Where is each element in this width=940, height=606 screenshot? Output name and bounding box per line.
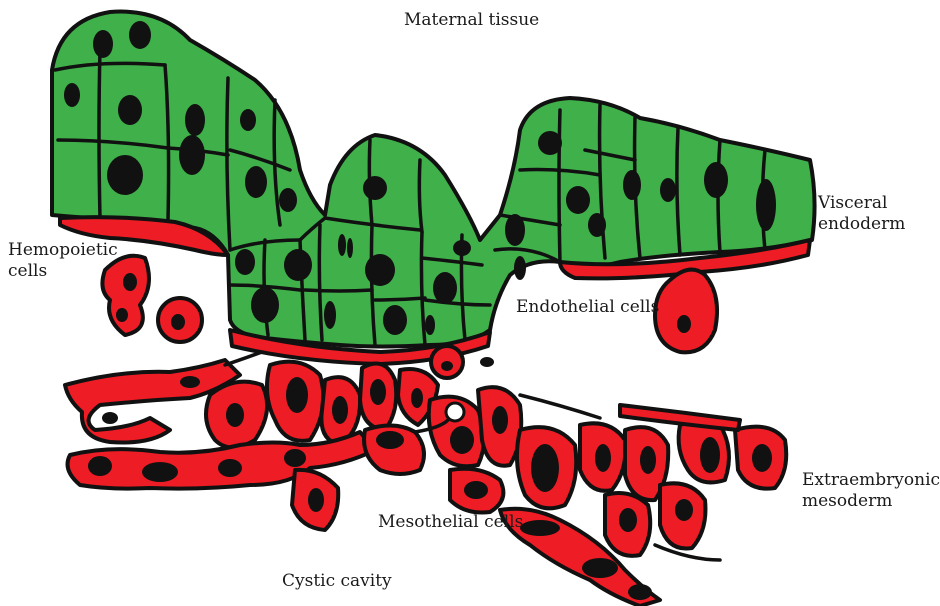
label-endothelial-cells: Endothelial cells	[516, 297, 659, 318]
label-maternal-tissue: Maternal tissue	[404, 10, 539, 31]
label-hemopoietic-line-1: Hemopoietic	[8, 240, 118, 261]
endothelial-cell-large	[655, 270, 717, 353]
label-extraembryonic-line-2: mesoderm	[802, 491, 940, 512]
label-visceral-endoderm: Visceral endoderm	[818, 193, 905, 235]
label-extraembryonic-mesoderm: Extraembryonic mesoderm	[802, 470, 940, 512]
label-visceral-line-2: endoderm	[818, 214, 905, 235]
label-hemopoietic-cells: Hemopoietic cells	[8, 240, 118, 282]
label-hemopoietic-line-2: cells	[8, 261, 118, 282]
label-cystic-cavity: Cystic cavity	[282, 571, 392, 592]
label-extraembryonic-line-1: Extraembryonic	[802, 470, 940, 491]
label-visceral-line-1: Visceral	[818, 193, 905, 214]
label-mesothelial-cells: Mesothelial cells	[378, 512, 523, 533]
